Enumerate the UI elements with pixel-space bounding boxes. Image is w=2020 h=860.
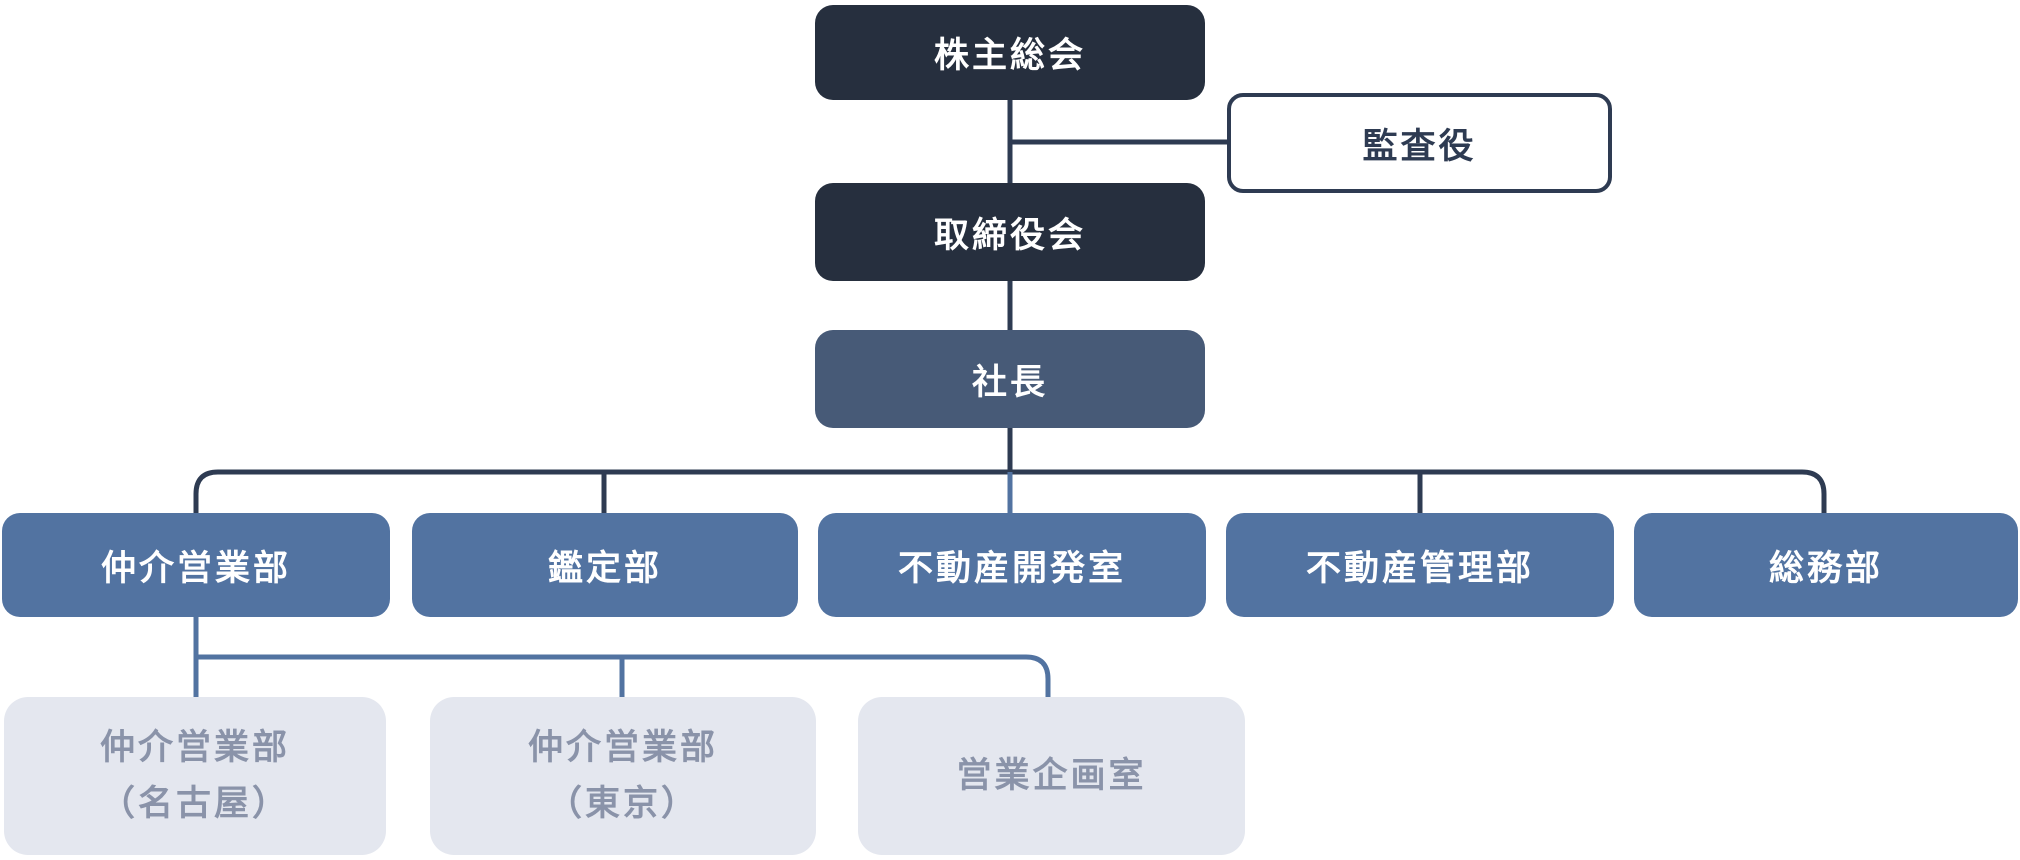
node-auditor-label: 監査役 — [1362, 126, 1477, 166]
node-sub-brokerage-nagoya-line2: （名古屋） — [99, 784, 290, 823]
node-dept-general-affairs: 総務部 — [1634, 513, 2018, 617]
node-dept-appraisal: 鑑定部 — [412, 513, 798, 617]
node-auditor: 監査役 — [1227, 93, 1612, 193]
node-sub-sales-planning-line1: 営業企画室 — [956, 756, 1147, 795]
node-sub-sales-planning-label: 営業企画室 — [956, 748, 1146, 804]
node-dept-real-estate-development-label: 不動産開発室 — [897, 548, 1126, 588]
node-dept-real-estate-management: 不動産管理部 — [1226, 513, 1614, 617]
node-president: 社長 — [815, 330, 1205, 428]
node-dept-brokerage-sales-label: 仲介営業部 — [100, 548, 291, 588]
node-dept-appraisal-label: 鑑定部 — [547, 548, 662, 588]
node-sub-brokerage-tokyo-label: 仲介営業部 （東京） — [528, 720, 718, 832]
node-sub-brokerage-nagoya-label: 仲介営業部 （名古屋） — [100, 720, 290, 832]
node-sub-brokerage-tokyo-line1: 仲介営業部 — [527, 728, 718, 767]
node-sub-brokerage-nagoya-line1: 仲介営業部 — [99, 728, 290, 767]
node-dept-real-estate-development: 不動産開発室 — [818, 513, 1206, 617]
line-sub-bus — [196, 654, 1051, 700]
node-shareholders-meeting: 株主総会 — [815, 5, 1205, 100]
node-shareholders-meeting-label: 株主総会 — [933, 36, 1086, 75]
node-sub-brokerage-tokyo: 仲介営業部 （東京） — [430, 697, 816, 855]
node-sub-brokerage-tokyo-line2: （東京） — [546, 784, 699, 823]
node-board-of-directors: 取締役会 — [815, 183, 1205, 281]
node-sub-sales-planning: 営業企画室 — [858, 697, 1245, 855]
node-dept-real-estate-management-label: 不動産管理部 — [1305, 548, 1534, 588]
node-dept-brokerage-sales: 仲介営業部 — [2, 513, 390, 617]
node-sub-brokerage-nagoya: 仲介営業部 （名古屋） — [4, 697, 386, 855]
node-board-of-directors-label: 取締役会 — [933, 215, 1086, 255]
node-dept-general-affairs-label: 総務部 — [1768, 548, 1883, 588]
node-president-label: 社長 — [971, 362, 1048, 402]
